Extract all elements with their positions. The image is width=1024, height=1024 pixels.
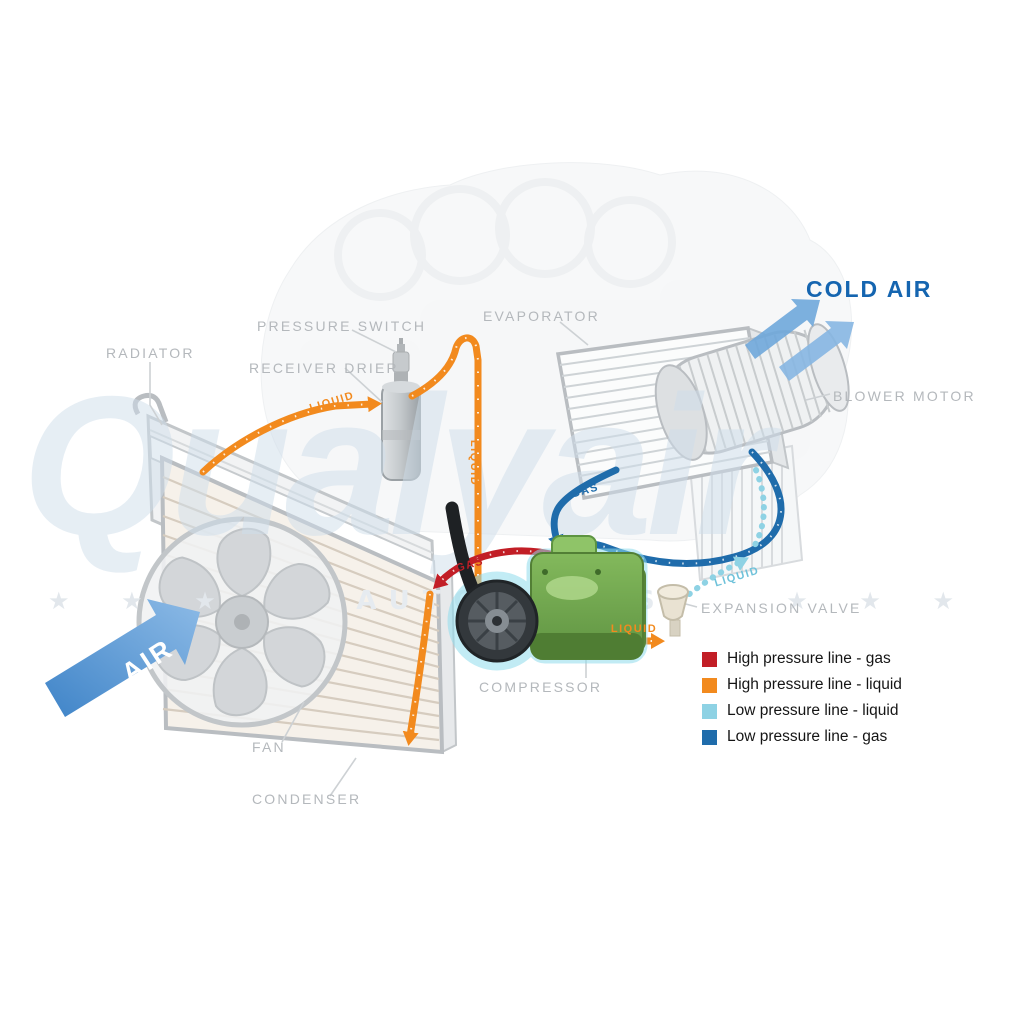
receiver-drier-art: [381, 372, 421, 481]
expansion-valve-label: EXPANSION VALVE: [701, 600, 862, 616]
watermark-brand: Qualyair: [22, 355, 772, 576]
legend-swatch-high-liquid: [702, 677, 717, 693]
expansion-valve-art: [657, 584, 689, 637]
radiator-label: RADIATOR: [106, 345, 195, 361]
receiver-drier-label: RECEIVER DRIER: [249, 360, 399, 376]
liquid-down-pipe-label: LIQUID: [468, 439, 480, 487]
fan-label: FAN: [252, 739, 286, 755]
legend-swatch-low-liquid: [702, 703, 717, 719]
radiator-bracket: [132, 393, 169, 423]
compressor-pulley: [455, 579, 539, 663]
blower-motor-label: BLOWER MOTOR: [833, 388, 976, 404]
legend-swatch-high-gas: [702, 651, 717, 667]
legend-item-low-liquid: Low pressure line - liquid: [702, 702, 902, 720]
pressure-switch-label: PRESSURE SWITCH: [257, 318, 427, 334]
watermark-stars-right: ★ ★ ★: [786, 587, 976, 615]
condenser-label: CONDENSER: [252, 791, 362, 807]
legend: High pressure line - gas High pressure l…: [702, 650, 902, 754]
cold-air-arrows: [745, 299, 854, 381]
compressor-label: COMPRESSOR: [479, 679, 603, 695]
legend-label-low-gas: Low pressure line - gas: [727, 728, 888, 745]
legend-item-high-liquid: High pressure line - liquid: [702, 676, 902, 694]
liquid-to-valve-pipe-label: LIQUID: [610, 623, 658, 635]
legend-item-high-gas: High pressure line - gas: [702, 650, 902, 668]
cold-air-label: COLD AIR: [806, 276, 933, 302]
legend-label-low-liquid: Low pressure line - liquid: [727, 702, 899, 719]
legend-label-high-liquid: High pressure line - liquid: [727, 676, 902, 693]
compressor-art: [445, 501, 648, 671]
air-flow-arrow: [45, 599, 200, 717]
legend-label-high-gas: High pressure line - gas: [727, 650, 891, 667]
evaporator-label: EVAPORATOR: [483, 308, 600, 324]
fan-art: [136, 516, 348, 728]
legend-swatch-low-gas: [702, 729, 717, 745]
legend-item-low-gas: Low pressure line - gas: [702, 728, 902, 746]
